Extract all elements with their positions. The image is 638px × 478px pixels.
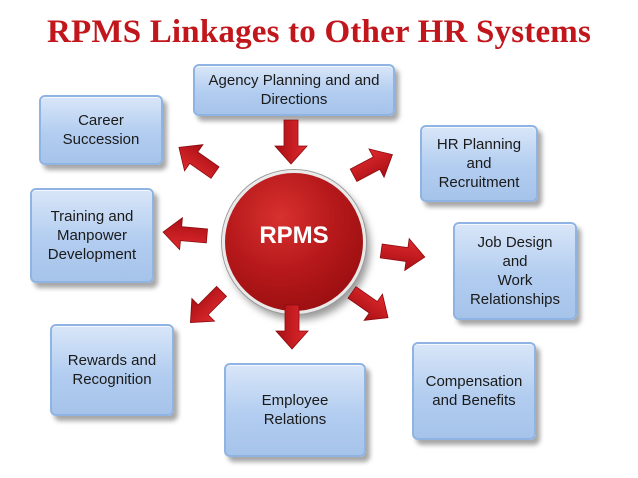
slide-title: RPMS Linkages to Other HR Systems — [46, 14, 592, 50]
arrow-to-rpms-from-agency — [274, 119, 308, 165]
rpms-hub-label: RPMS — [259, 222, 329, 249]
arrow-to-training — [162, 216, 208, 251]
arrow-to-job-design — [379, 237, 426, 272]
node-hr-planning: HR Planning and Recruitment — [420, 125, 538, 202]
node-rewards: Rewards and Recognition — [50, 324, 174, 416]
arrow-to-employee-relations — [275, 304, 309, 350]
node-agency-planning: Agency Planning and and Directions — [193, 64, 395, 116]
arrow-to-career-succession — [178, 144, 220, 179]
node-compensation: Compensation and Benefits — [412, 342, 536, 440]
node-training: Training and Manpower Development — [30, 188, 154, 283]
arrow-to-hr-planning — [349, 148, 393, 183]
arrow-to-rewards — [190, 285, 228, 323]
node-employee-relations: Employee Relations — [224, 363, 366, 457]
node-career-succession: Career Succession — [39, 95, 163, 165]
node-job-design: Job Design and Work Relationships — [453, 222, 577, 320]
arrow-to-compensation — [347, 286, 389, 321]
